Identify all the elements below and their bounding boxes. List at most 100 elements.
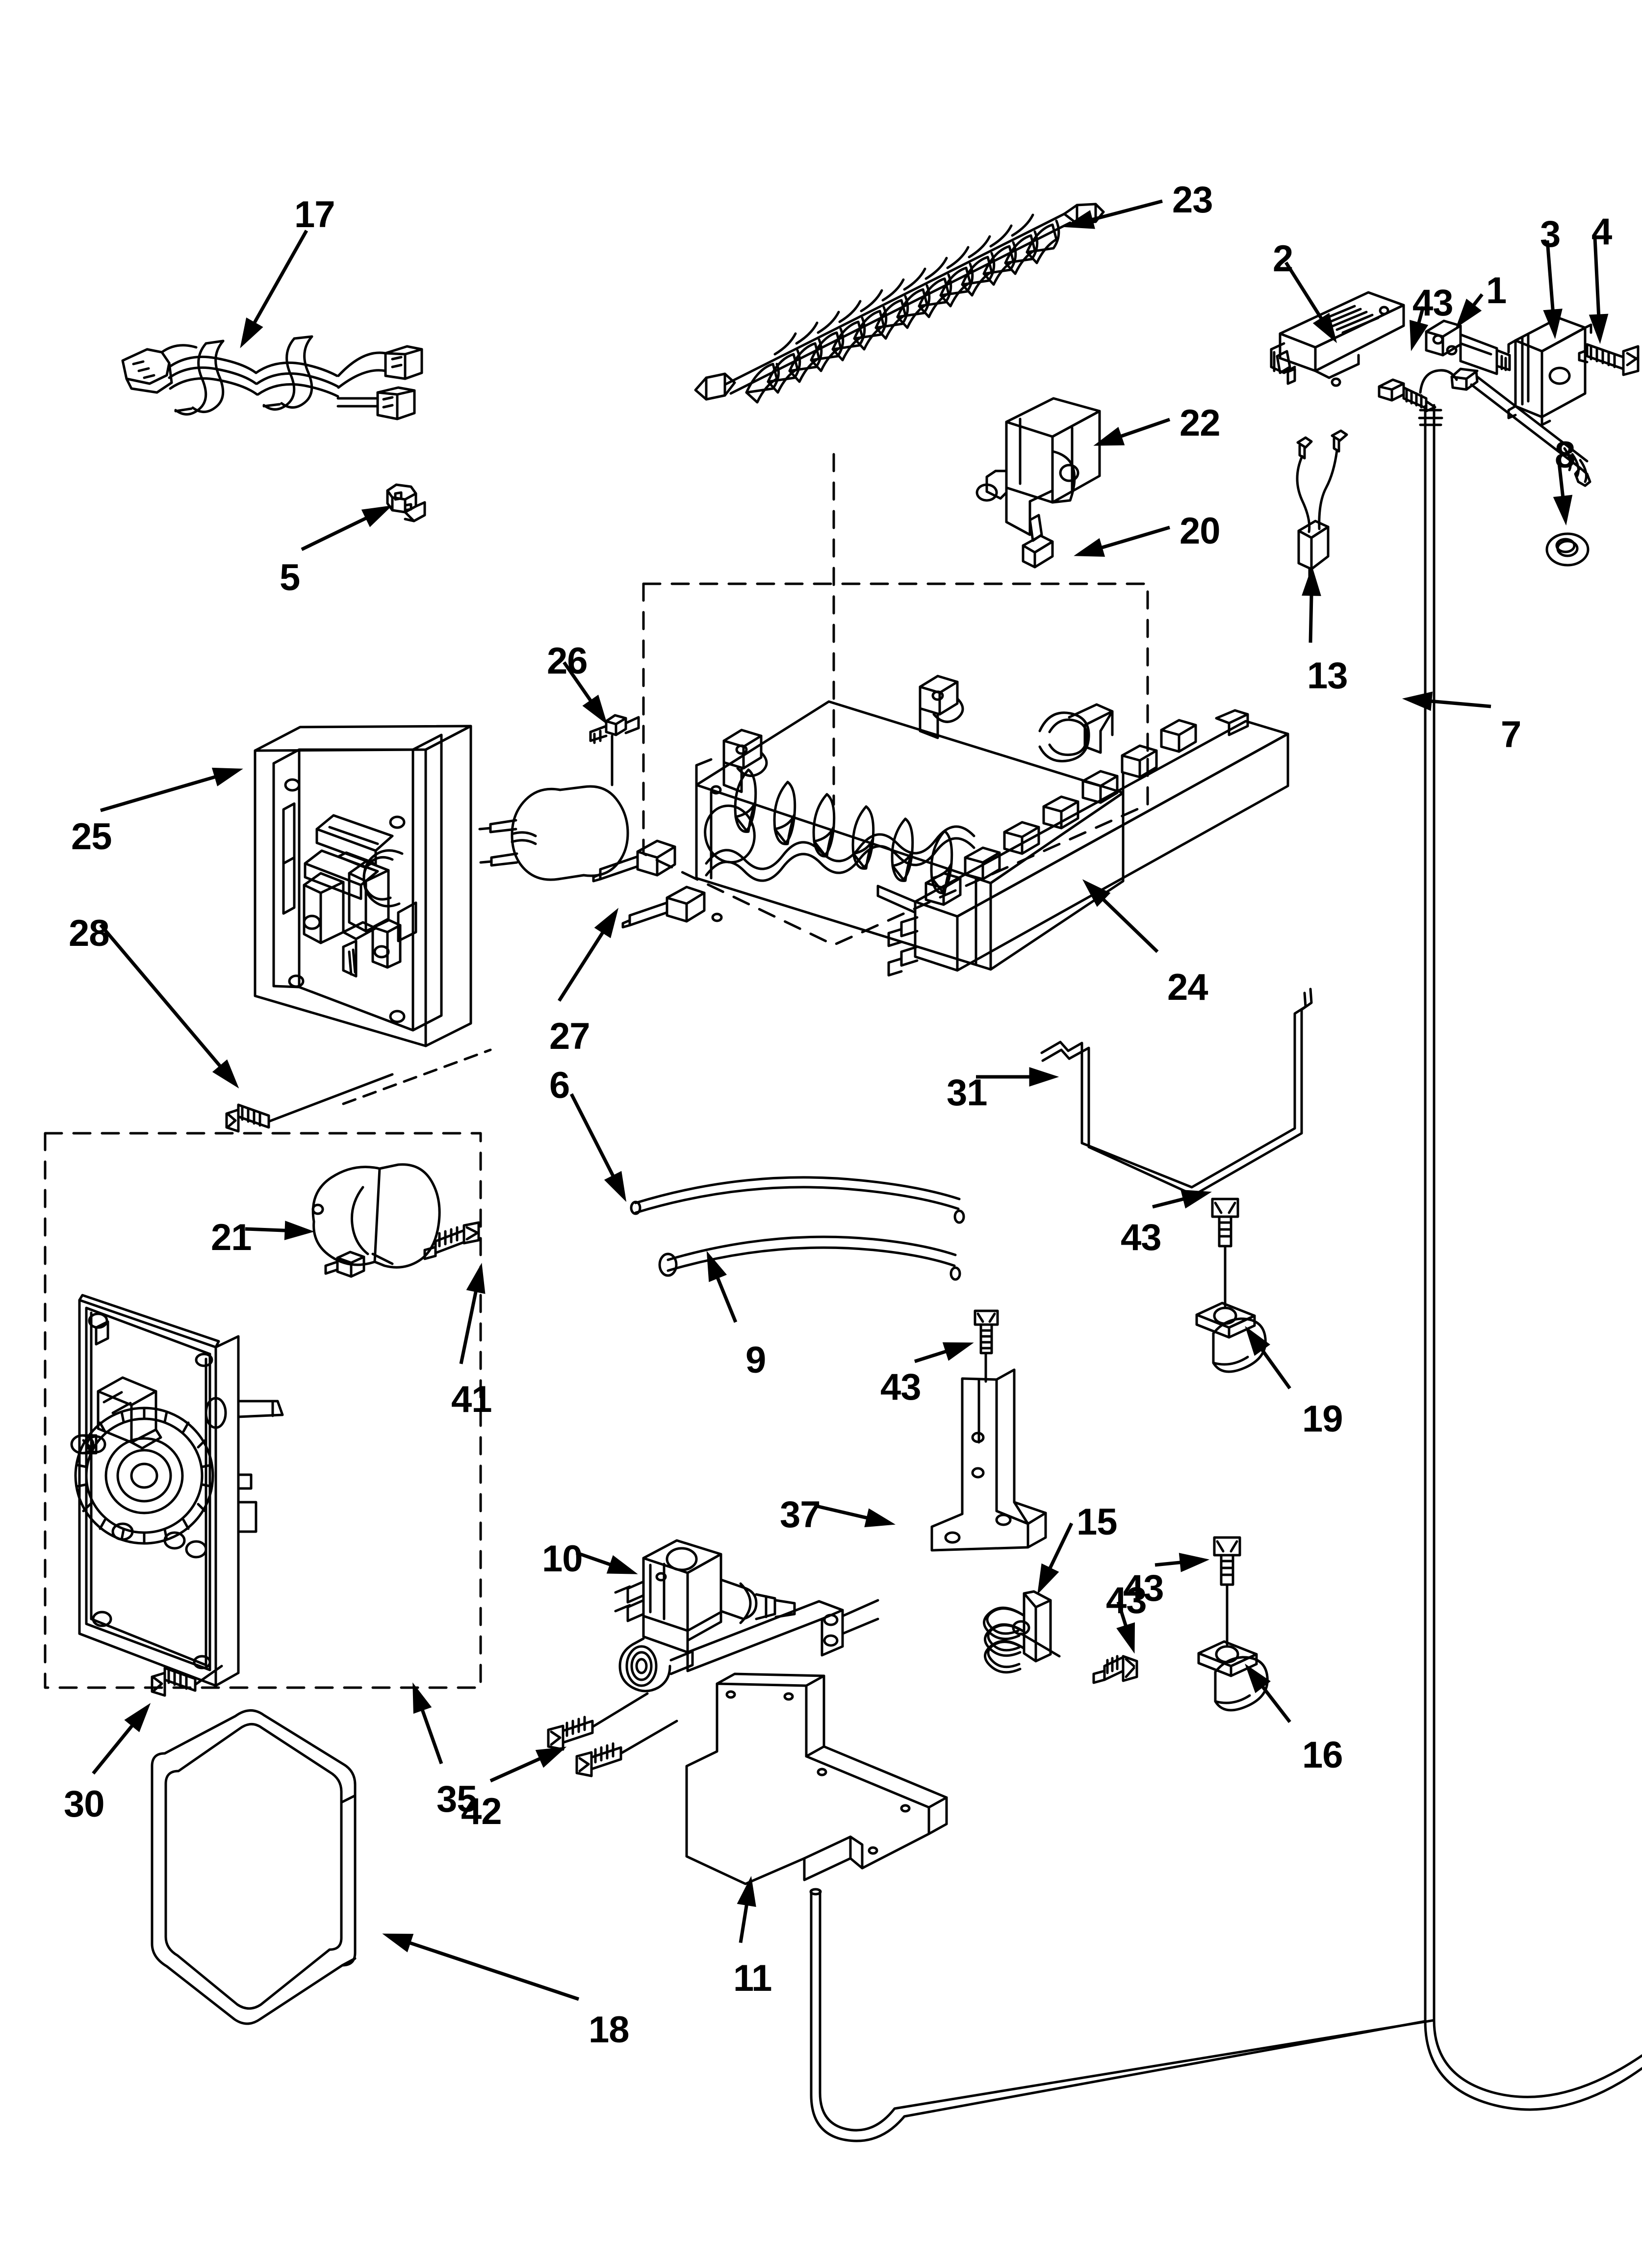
callout-number-2-module-cover-support: 2 xyxy=(1273,238,1293,280)
callout-number-17-wire-harness: 17 xyxy=(294,194,335,235)
callout-number-9-water-fill-tube-small: 9 xyxy=(745,1339,766,1381)
leader-line-10 xyxy=(575,1551,612,1567)
leader-arrowhead-43 xyxy=(1180,1190,1212,1209)
callout-number-35-icemaker-assembly-dashed: 35 xyxy=(436,1778,478,1820)
part-icemaker-housing xyxy=(254,725,472,1047)
callout-number-31-shutoff-arm-wire: 31 xyxy=(947,1072,988,1114)
leader-line-8 xyxy=(1557,458,1565,498)
part-ice-mold-body xyxy=(592,675,1125,971)
part-water-inlet-valve xyxy=(614,1539,879,1693)
leader-arrowhead-7 xyxy=(1402,691,1433,711)
part-shutoff-arm-wire xyxy=(1040,988,1313,1197)
leader-line-43 xyxy=(1416,306,1425,325)
leader-arrowhead-27 xyxy=(594,908,619,938)
leader-arrowhead-9 xyxy=(706,1251,727,1282)
callout-number-6-water-fill-tube: 6 xyxy=(549,1065,570,1106)
leader-line-6 xyxy=(569,1093,616,1178)
callout-number-43-screw: 43 xyxy=(1123,1567,1164,1609)
leader-arrowhead-2 xyxy=(1312,313,1337,343)
callout-number-30-screw-plate: 30 xyxy=(64,1783,105,1825)
leader-line-2 xyxy=(1284,261,1324,320)
callout-number-16-tube-clamp: 16 xyxy=(1302,1734,1343,1776)
part-wire-harness xyxy=(121,335,423,420)
part-screw-module xyxy=(1578,343,1640,376)
dashed-assembly-outline-mold xyxy=(642,453,1149,946)
part-water-fill-tube xyxy=(630,1176,965,1224)
leader-line-21 xyxy=(245,1227,287,1232)
callout-number-7-water-supply-tube: 7 xyxy=(1501,714,1521,756)
leader-line-17 xyxy=(252,230,308,325)
leader-arrowhead-4 xyxy=(1589,313,1609,344)
leader-line-28 xyxy=(99,923,222,1069)
leader-arrowhead-18 xyxy=(382,1933,414,1953)
leader-arrowhead-10 xyxy=(606,1555,638,1574)
callout-number-22-fill-cup: 22 xyxy=(1180,402,1221,444)
part-water-supply-tube-loop xyxy=(809,1888,1436,2142)
leader-arrowhead-31 xyxy=(1029,1067,1059,1087)
leader-arrowhead-30 xyxy=(124,1703,151,1732)
callout-number-4-screw-module: 4 xyxy=(1591,211,1612,253)
leader-arrowhead-13 xyxy=(1302,566,1321,596)
callout-number-23-ice-ejector-arm: 23 xyxy=(1172,179,1213,221)
leader-line-26 xyxy=(563,661,593,703)
leader-line-9 xyxy=(716,1276,738,1323)
part-ice-ejector-arm xyxy=(694,203,1105,404)
leader-line-43 xyxy=(1155,1561,1182,1567)
leader-line-1 xyxy=(1471,293,1484,307)
callout-number-24-ice-stripper: 24 xyxy=(1167,966,1208,1008)
part-screw-valve xyxy=(547,1692,678,1777)
callout-number-15-spring-clip: 15 xyxy=(1077,1501,1118,1543)
leader-line-18 xyxy=(408,1941,580,2001)
callout-number-18-insulation-cover: 18 xyxy=(589,2009,630,2051)
callout-number-3-control-module: 3 xyxy=(1540,213,1561,255)
part-ice-stripper xyxy=(876,709,1289,977)
leader-line-16 xyxy=(1260,1685,1291,1723)
leader-arrowhead-6 xyxy=(604,1171,627,1202)
leader-arrowhead-43 xyxy=(942,1342,974,1361)
callout-number-8-washer: 8 xyxy=(1555,434,1575,476)
leader-arrowhead-43 xyxy=(1410,320,1429,351)
leader-line-43 xyxy=(1152,1197,1185,1209)
part-tube-clip xyxy=(386,483,426,522)
callout-number-26-shaft-coupler: 26 xyxy=(547,640,588,682)
leader-line-43 xyxy=(1116,1601,1128,1628)
callout-number-5-tube-clip: 5 xyxy=(280,557,300,599)
part-icemaker-motor xyxy=(478,785,629,881)
callout-number-43-screw: 43 xyxy=(880,1366,922,1408)
leader-arrowhead-35 xyxy=(412,1682,432,1714)
part-tube-clamp xyxy=(1197,1593,1269,1712)
callout-number-28-screw-housing: 28 xyxy=(69,912,110,954)
part-module-cover-support xyxy=(1270,291,1405,387)
leader-arrowhead-17 xyxy=(240,317,263,348)
leader-arrowhead-42 xyxy=(535,1747,567,1768)
leader-arrowhead-37 xyxy=(864,1508,896,1528)
leader-arrowhead-22 xyxy=(1093,427,1125,446)
leader-line-30 xyxy=(92,1723,134,1775)
callout-number-11-drip-shield: 11 xyxy=(733,1957,772,1999)
leader-line-7 xyxy=(1430,699,1491,708)
callout-number-13-thermostat-sensor: 13 xyxy=(1307,655,1348,697)
part-washer xyxy=(1545,532,1590,567)
part-water-supply-tube xyxy=(1418,367,1642,2111)
part-water-fill-tube-small xyxy=(658,1235,961,1281)
callout-number-41-screw-motor: 41 xyxy=(451,1379,492,1420)
leader-arrowhead-11 xyxy=(737,1876,756,1907)
leader-line-24 xyxy=(1101,897,1159,953)
leader-arrowhead-16 xyxy=(1245,1664,1271,1694)
leader-line-4 xyxy=(1593,237,1601,316)
leader-arrowhead-25 xyxy=(211,767,243,786)
callout-number-43-screw: 43 xyxy=(1121,1217,1162,1258)
callout-number-37-mounting-bracket: 37 xyxy=(780,1494,821,1536)
leader-line-15 xyxy=(1048,1522,1074,1570)
leader-line-20 xyxy=(1100,525,1170,550)
part-screw-plate xyxy=(151,1665,223,1697)
part-screw xyxy=(1092,1655,1138,1684)
part-screw-housing xyxy=(225,1048,492,1133)
part-shaft-coupler xyxy=(589,714,640,786)
callout-number-1-water-fill-tube-bracket: 1 xyxy=(1486,270,1507,312)
leader-arrowhead-3 xyxy=(1543,309,1563,339)
callout-number-20-ice-mold-body: 20 xyxy=(1180,510,1221,552)
dashed-assembly-outline-motor xyxy=(44,1132,482,1689)
leader-arrowhead-5 xyxy=(361,505,393,527)
